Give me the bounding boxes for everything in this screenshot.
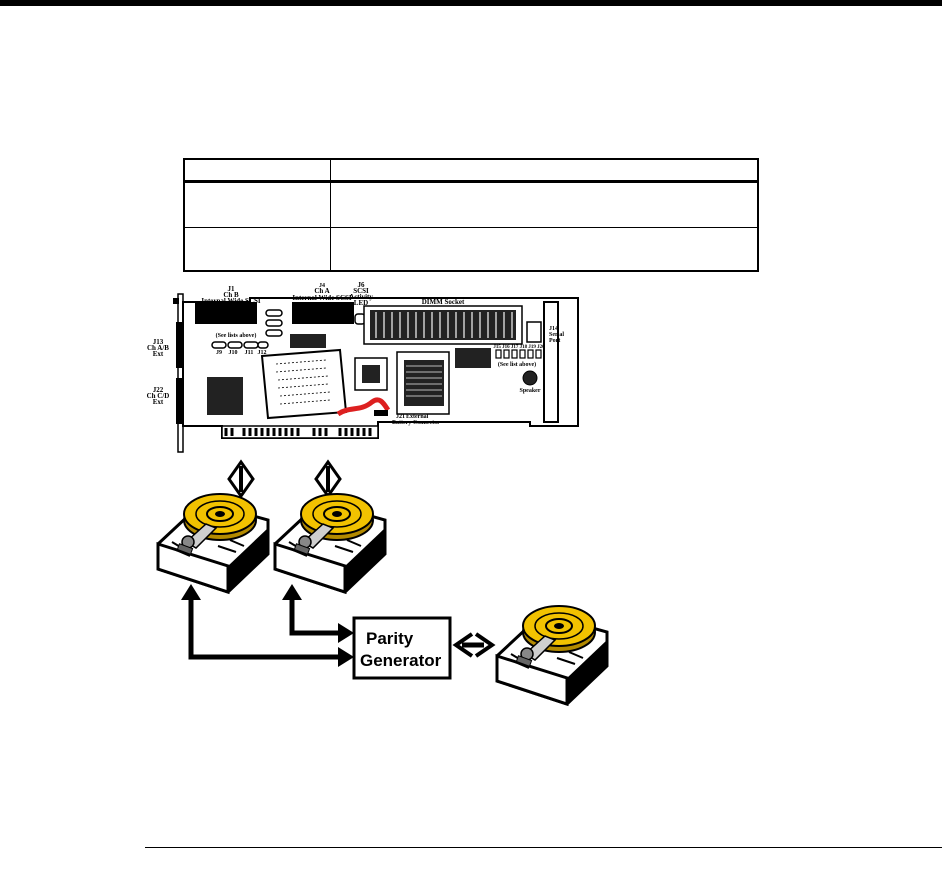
label-j1-ch: Ch B — [223, 291, 239, 299]
label-speaker: Speaker — [520, 388, 541, 394]
pci-edge-connector — [221, 425, 379, 439]
parity-drive-arrow — [452, 632, 496, 658]
label-j13-ext: Ext — [153, 350, 164, 358]
disk-drive-parity — [495, 604, 609, 706]
disk-drive-2 — [273, 492, 387, 594]
label-j22: J22 — [153, 386, 164, 394]
top-rule — [0, 0, 942, 6]
label-j12: J12 — [258, 350, 267, 356]
label-see-list-left: (See lists above) — [216, 332, 257, 339]
serial-port-j14 — [526, 321, 542, 343]
connector-j1 — [195, 302, 257, 324]
chip-left — [207, 377, 243, 415]
bottom-rule — [145, 847, 942, 848]
bus-arrow-ch-b — [227, 459, 255, 499]
parity-generator-line2: Generator — [360, 651, 442, 670]
parity-connection-lines — [188, 594, 342, 660]
label-j4: J4 — [319, 283, 325, 289]
label-j14: J14 — [549, 326, 558, 332]
label-j21-l2: Battery Connector — [392, 420, 440, 426]
table-header-divider — [185, 180, 757, 183]
connector-j4 — [292, 302, 354, 324]
label-see-list-right: (See list above) — [498, 361, 536, 368]
label-j6-l3: LED — [354, 299, 368, 307]
dimm-socket — [363, 305, 523, 345]
label-j1-desc: Internal Wide SCSI — [201, 297, 261, 305]
label-j4-ch: Ch A — [314, 287, 329, 295]
label-j6: J6 — [358, 281, 366, 289]
label-j13: J13 — [153, 338, 164, 346]
processor-heatsink — [396, 351, 450, 415]
battery-pack — [260, 348, 348, 420]
disk-drive-1 — [156, 492, 270, 594]
label-j21: J21 — [396, 414, 405, 420]
bus-arrow-ch-a — [314, 459, 342, 499]
chip-right — [455, 348, 491, 368]
parity-generator-box — [352, 616, 452, 680]
table-row-divider — [185, 227, 757, 228]
battery-cable — [336, 397, 391, 417]
label-j4-desc: Internal Wide SCSI — [292, 294, 352, 302]
label-j11: J11 — [245, 350, 254, 356]
speaker — [522, 370, 538, 386]
parity-generator-line1: Parity — [366, 629, 414, 648]
table-column-divider — [330, 160, 331, 270]
label-j22-ext: Ext — [153, 398, 164, 406]
label-j22-ch: Ch C/D — [147, 392, 170, 400]
label-dimm: DIMM Socket — [422, 298, 465, 306]
label-jumpers-right: J15 J16 J17 J18 J19 J20 — [493, 345, 545, 350]
label-j13-ch: Ch A/B — [147, 344, 169, 352]
label-j14-l1: Serial — [549, 332, 564, 338]
arrowheads — [181, 584, 354, 667]
label-j14-l2: Port — [549, 338, 560, 344]
label-j1: J1 — [228, 285, 236, 293]
label-j6-l1: SCSI — [353, 287, 369, 295]
info-table — [183, 158, 759, 272]
connector-j22 — [176, 378, 184, 424]
label-j21-l1: External — [406, 414, 429, 420]
controller-board: J1 Ch B Internal Wide SCSI J4 Ch A Inter… — [147, 281, 579, 453]
label-j9: J9 — [216, 350, 222, 356]
label-j10: J10 — [229, 350, 238, 356]
label-j6-l2: Activity — [349, 293, 373, 301]
connector-j13 — [176, 322, 184, 368]
